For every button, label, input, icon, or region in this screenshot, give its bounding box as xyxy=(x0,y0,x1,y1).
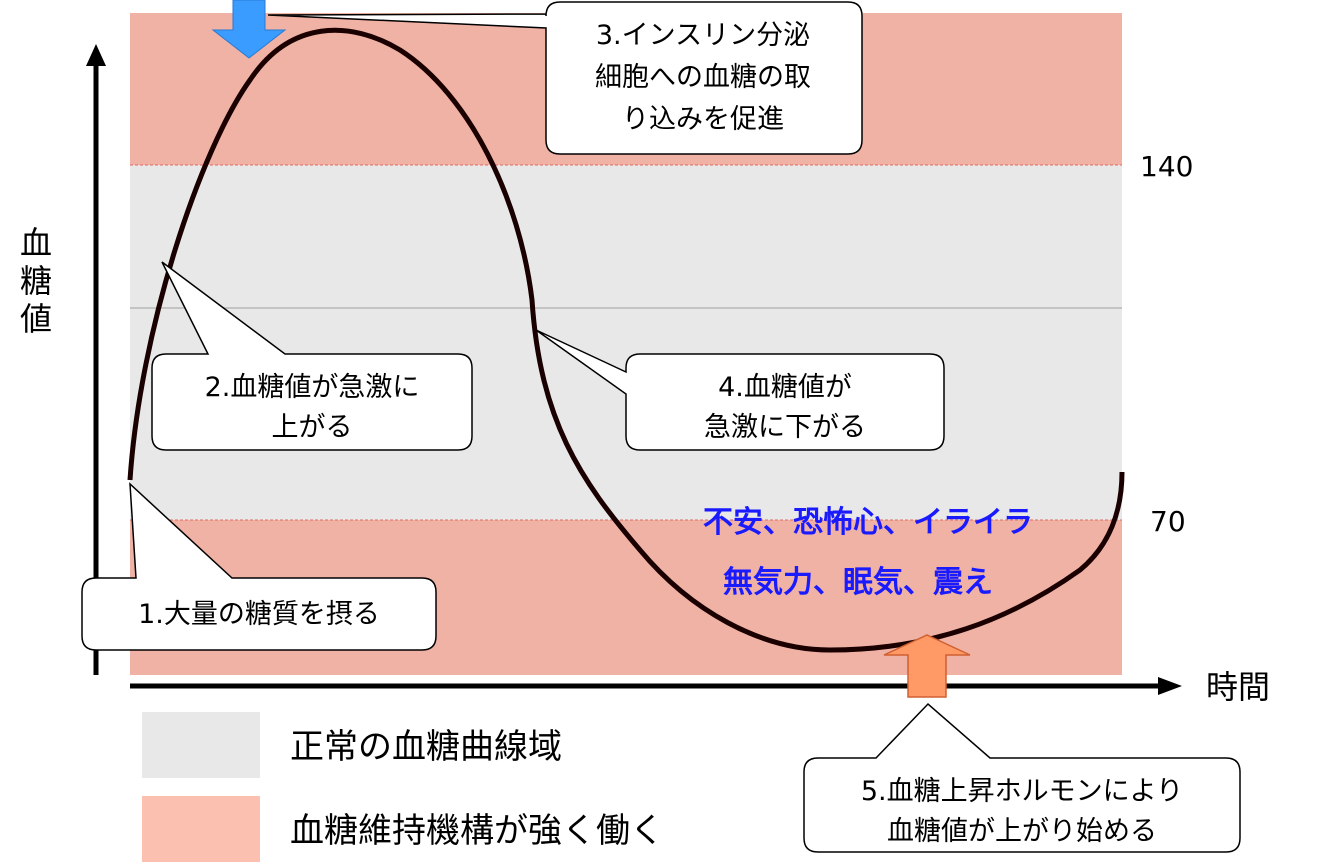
normal-zone xyxy=(130,165,1122,520)
legend-strong-label: 血糖維持機構が強く働く xyxy=(290,811,664,851)
callout-5-line2: 血糖値が上がり始める xyxy=(887,816,1157,847)
callout-1-text: 1.大量の糖質を摂る xyxy=(138,599,380,630)
legend-normal-swatch xyxy=(142,712,260,778)
callout-5-line1: 5.血糖上昇ホルモンにより xyxy=(861,776,1183,807)
symptom-line-1: 不安、恐怖心、イライラ xyxy=(703,505,1033,540)
callout-4-line2: 急激に下がる xyxy=(704,412,866,443)
callout-2: 2.血糖値が急激に 上がる xyxy=(151,261,473,451)
callout-4-line1: 4.血糖値が xyxy=(718,372,852,403)
callout-2-line1: 2.血糖値が急激に xyxy=(205,372,420,403)
callout-2-line2: 上がる xyxy=(272,412,353,443)
callout-5: 5.血糖上昇ホルモンにより 血糖値が上がり始める xyxy=(803,702,1241,853)
callout-3-line3: り込みを促進 xyxy=(622,104,784,135)
callout-1: 1.大量の糖質を摂る xyxy=(81,482,437,651)
y-label-char-3: 値 xyxy=(20,300,52,338)
callout-3-line1: 3.インスリン分泌 xyxy=(596,20,810,51)
blood-sugar-curve xyxy=(127,27,1125,653)
tick-70: 70 xyxy=(1150,505,1186,538)
y-label-char-1: 血 xyxy=(20,224,52,262)
hormone-up-arrow xyxy=(883,634,971,698)
x-axis-label: 時間 xyxy=(1206,668,1270,706)
y-axis-arrowhead xyxy=(86,44,106,66)
y-label-char-2: 糖 xyxy=(20,262,52,300)
symptom-line-2: 無気力、眠気、震え xyxy=(723,565,993,600)
callout-4: 4.血糖値が 急激に下がる xyxy=(535,329,945,451)
legend-strong-swatch xyxy=(142,796,260,862)
legend-normal-label: 正常の血糖曲線域 xyxy=(290,727,562,767)
insulin-down-arrow xyxy=(211,0,287,59)
callout-3-line2: 細胞への血糖の取 xyxy=(595,62,811,93)
y-axis-label: 血 糖 値 xyxy=(20,224,52,338)
x-axis-arrowhead xyxy=(1158,677,1182,695)
tick-140: 140 xyxy=(1140,150,1193,183)
callout-3: 3.インスリン分泌 細胞への血糖の取 り込みを促進 xyxy=(267,1,863,155)
